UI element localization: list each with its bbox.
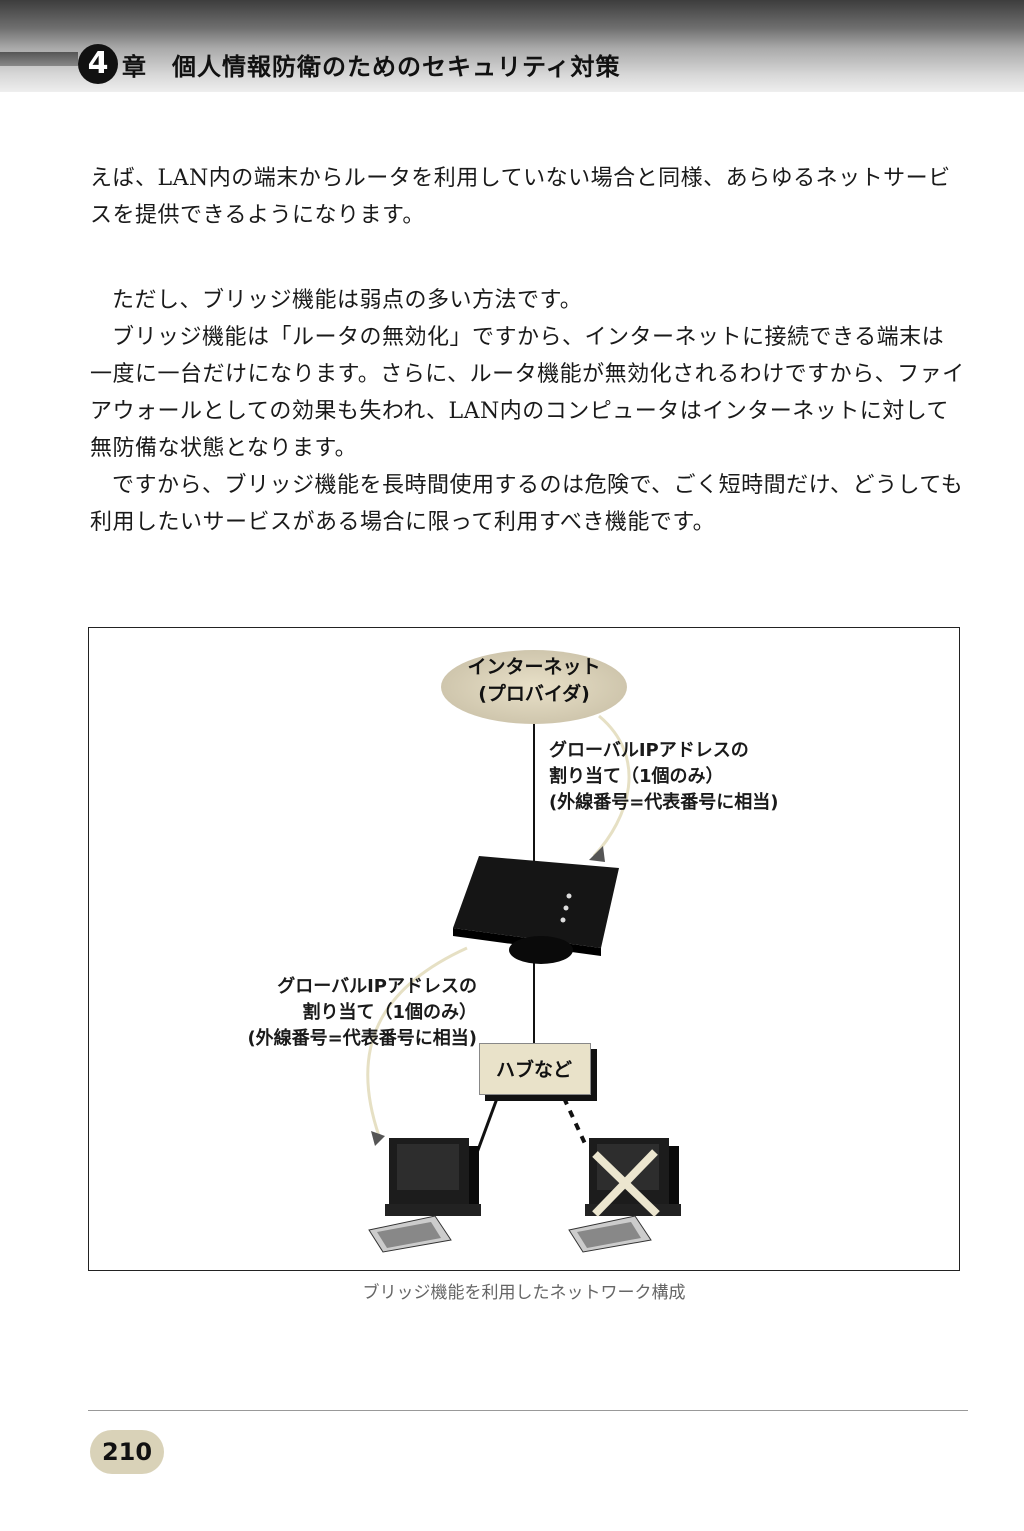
arrow-top-head: [589, 846, 605, 862]
paragraph-4: ですから、ブリッジ機能を長時間使用するのは危険で、ごく短時間だけ、どうしても利用…: [90, 473, 964, 535]
router-device: [453, 856, 619, 964]
left-annotation-line3: (外線番号=代表番号に相当): [247, 1028, 477, 1049]
body-text: えば、LAN内の端末からルータを利用していない場合と同様、あらゆるネットサービス…: [90, 160, 965, 541]
line-hub-right-pc: [562, 1097, 589, 1149]
hub-label: ハブなど: [495, 1059, 572, 1081]
top-annotation-line1: グローバルIPアドレスの: [549, 740, 749, 761]
internet-label: インターネット (プロバイダ): [441, 654, 627, 708]
right-computer-disabled: [568, 1138, 681, 1253]
paragraph-3: ブリッジ機能は「ルータの無効化」ですから、インターネットに接続できる端末は一度に…: [90, 325, 965, 461]
top-annotation-line2: 割り当て（1個のみ）: [549, 766, 724, 787]
diagram-graphics: [366, 714, 681, 1253]
paragraph-gap: [90, 234, 965, 282]
paragraph-1: えば、LAN内の端末からルータを利用していない場合と同様、あらゆるネットサービス…: [90, 166, 951, 228]
internet-cloud: [441, 650, 627, 724]
chapter-title: 個人情報防衛のためのセキュリティ対策: [172, 53, 621, 81]
page-number: 210: [90, 1430, 164, 1474]
network-diagram: インターネット (プロバイダ) グローバルIPアドレスの 割り当て（1個のみ） …: [88, 627, 960, 1271]
chapter-suffix: 章: [122, 53, 146, 81]
chapter-number-badge: 4: [78, 44, 118, 84]
left-annotation-line2: 割り当て（1個のみ）: [302, 1002, 477, 1023]
footer-divider: [88, 1410, 968, 1411]
paragraph-2: ただし、ブリッジ機能は弱点の多い方法です。: [112, 288, 583, 313]
internet-label-line1: インターネット: [467, 656, 601, 678]
header-stripe: [0, 52, 78, 66]
top-annotation-line3: (外線番号=代表番号に相当): [549, 792, 779, 813]
top-annotation: グローバルIPアドレスの 割り当て（1個のみ） (外線番号=代表番号に相当): [549, 738, 779, 816]
chapter-header: 4 章 個人情報防衛のためのセキュリティ対策: [0, 0, 1024, 92]
arrow-top-curve: [592, 714, 631, 858]
left-annotation: グローバルIPアドレスの 割り当て（1個のみ） (外線番号=代表番号に相当): [215, 974, 477, 1052]
internet-label-line2: (プロバイダ): [478, 683, 590, 705]
arrow-left-head: [371, 1131, 385, 1146]
figure-caption: ブリッジ機能を利用したネットワーク構成: [362, 1283, 686, 1303]
left-computer: [368, 1138, 481, 1253]
arrow-left-curve: [366, 946, 468, 1137]
hub-box: [479, 1043, 591, 1095]
left-annotation-line1: グローバルIPアドレスの: [277, 976, 477, 997]
